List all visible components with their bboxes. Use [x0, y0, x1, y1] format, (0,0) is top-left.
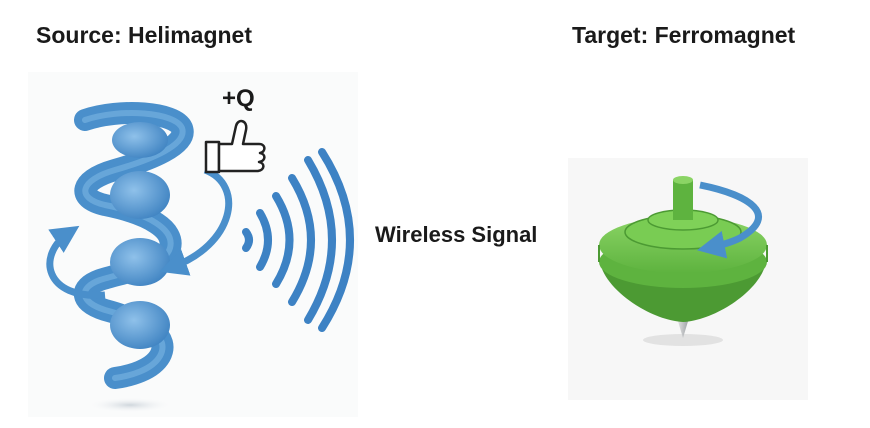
- source-heading: Source: Helimagnet: [36, 22, 252, 48]
- target-heading: Target: Ferromagnet: [572, 22, 796, 48]
- wave-icon: [242, 148, 354, 332]
- rotation-arrow-icon: [46, 225, 106, 299]
- rotation-arrow-icon: [159, 166, 232, 276]
- charge-label: +Q: [222, 85, 255, 112]
- helix-shadow: [85, 397, 175, 413]
- signal-label: Wireless Signal: [375, 222, 538, 247]
- spinning-top-icon: [598, 176, 768, 346]
- thumbs-up-icon: [204, 119, 266, 174]
- helix-icon: [73, 102, 194, 389]
